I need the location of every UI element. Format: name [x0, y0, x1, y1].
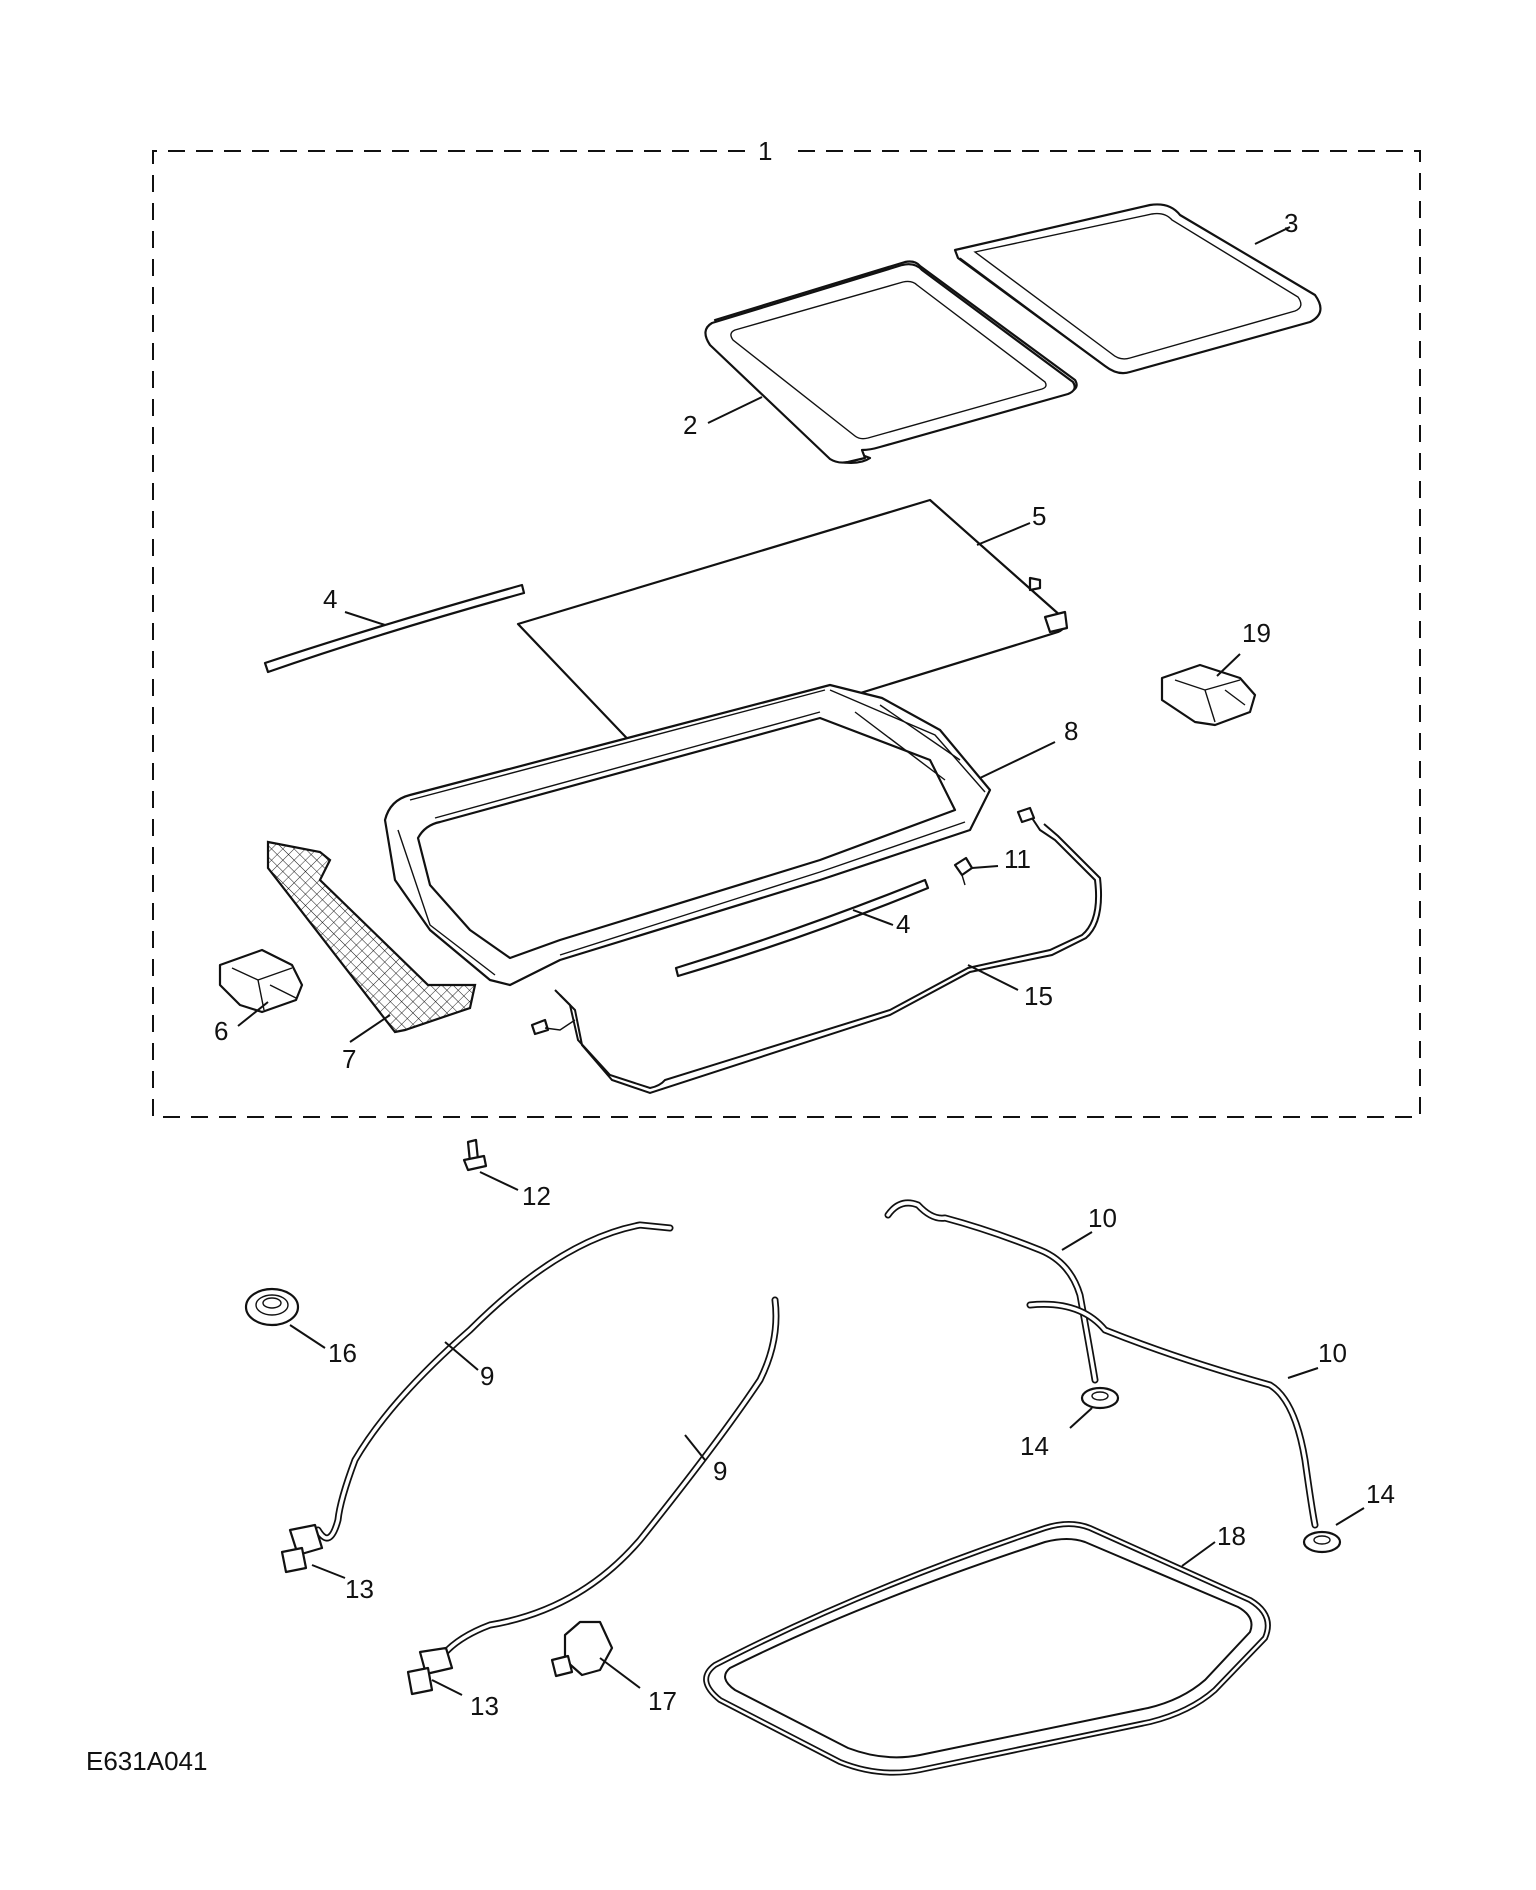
drain-connector-center — [406, 1646, 454, 1696]
callout-7: 7 — [342, 1044, 356, 1074]
drain-connector-left — [280, 1523, 324, 1574]
callout-10-lower: 10 — [1318, 1338, 1347, 1368]
wind-deflector-mesh — [266, 840, 477, 1034]
callout-13-center: 13 — [470, 1691, 499, 1721]
grommet-14-b — [1302, 1530, 1342, 1554]
drain-hose-center — [432, 1296, 780, 1669]
callout-18: 18 — [1217, 1521, 1246, 1551]
clip-11 — [953, 856, 974, 886]
callout-9-center: 9 — [713, 1456, 727, 1486]
callout-8: 8 — [1064, 716, 1078, 746]
seal-strip-lower — [674, 878, 930, 978]
drain-hose-right-a — [884, 1199, 1099, 1384]
bolt-12 — [462, 1138, 488, 1172]
leader-lines — [237, 226, 1365, 1696]
grommet-16 — [244, 1287, 300, 1327]
callout-15: 15 — [1024, 981, 1053, 1011]
callout-12: 12 — [522, 1181, 551, 1211]
diagram-reference-code: E631A041 — [86, 1746, 208, 1776]
callout-3: 3 — [1284, 208, 1298, 238]
drain-hose-left — [314, 1221, 674, 1542]
callout-16: 16 — [328, 1338, 357, 1368]
callout-4-upper: 4 — [323, 584, 337, 614]
sunroof-frame — [383, 683, 992, 987]
callout-4-lower: 4 — [896, 909, 910, 939]
callout-10-upper: 10 — [1088, 1203, 1117, 1233]
callout-14-lower: 14 — [1366, 1479, 1395, 1509]
sunroof-motor-front — [218, 948, 304, 1014]
callout-1: 1 — [758, 136, 772, 166]
callout-2: 2 — [683, 410, 697, 440]
assembly-boundary — [152, 150, 1421, 1118]
callout-5: 5 — [1032, 501, 1046, 531]
callout-9-left: 9 — [480, 1361, 494, 1391]
callout-11: 11 — [1004, 844, 1031, 874]
sunblind — [516, 498, 1069, 760]
rear-glass-panel — [953, 203, 1322, 375]
drain-hose-right-b — [1026, 1300, 1319, 1529]
callout-17: 17 — [648, 1686, 677, 1716]
wiring-harness — [530, 806, 1103, 1095]
seal-strip-upper — [263, 583, 526, 674]
clip-17 — [550, 1620, 614, 1678]
callout-13-left: 13 — [345, 1574, 374, 1604]
sunroof-seal — [703, 1521, 1271, 1776]
callout-14-upper: 14 — [1020, 1431, 1049, 1461]
callouts: 1 2 3 4 4 5 6 7 8 9 9 10 10 11 12 13 13 … — [214, 136, 1395, 1721]
front-glass-panel — [704, 260, 1078, 464]
callout-19: 19 — [1242, 618, 1271, 648]
grommet-14-a — [1080, 1386, 1120, 1410]
callout-6: 6 — [214, 1016, 228, 1046]
sunroof-motor-rear — [1160, 663, 1257, 727]
